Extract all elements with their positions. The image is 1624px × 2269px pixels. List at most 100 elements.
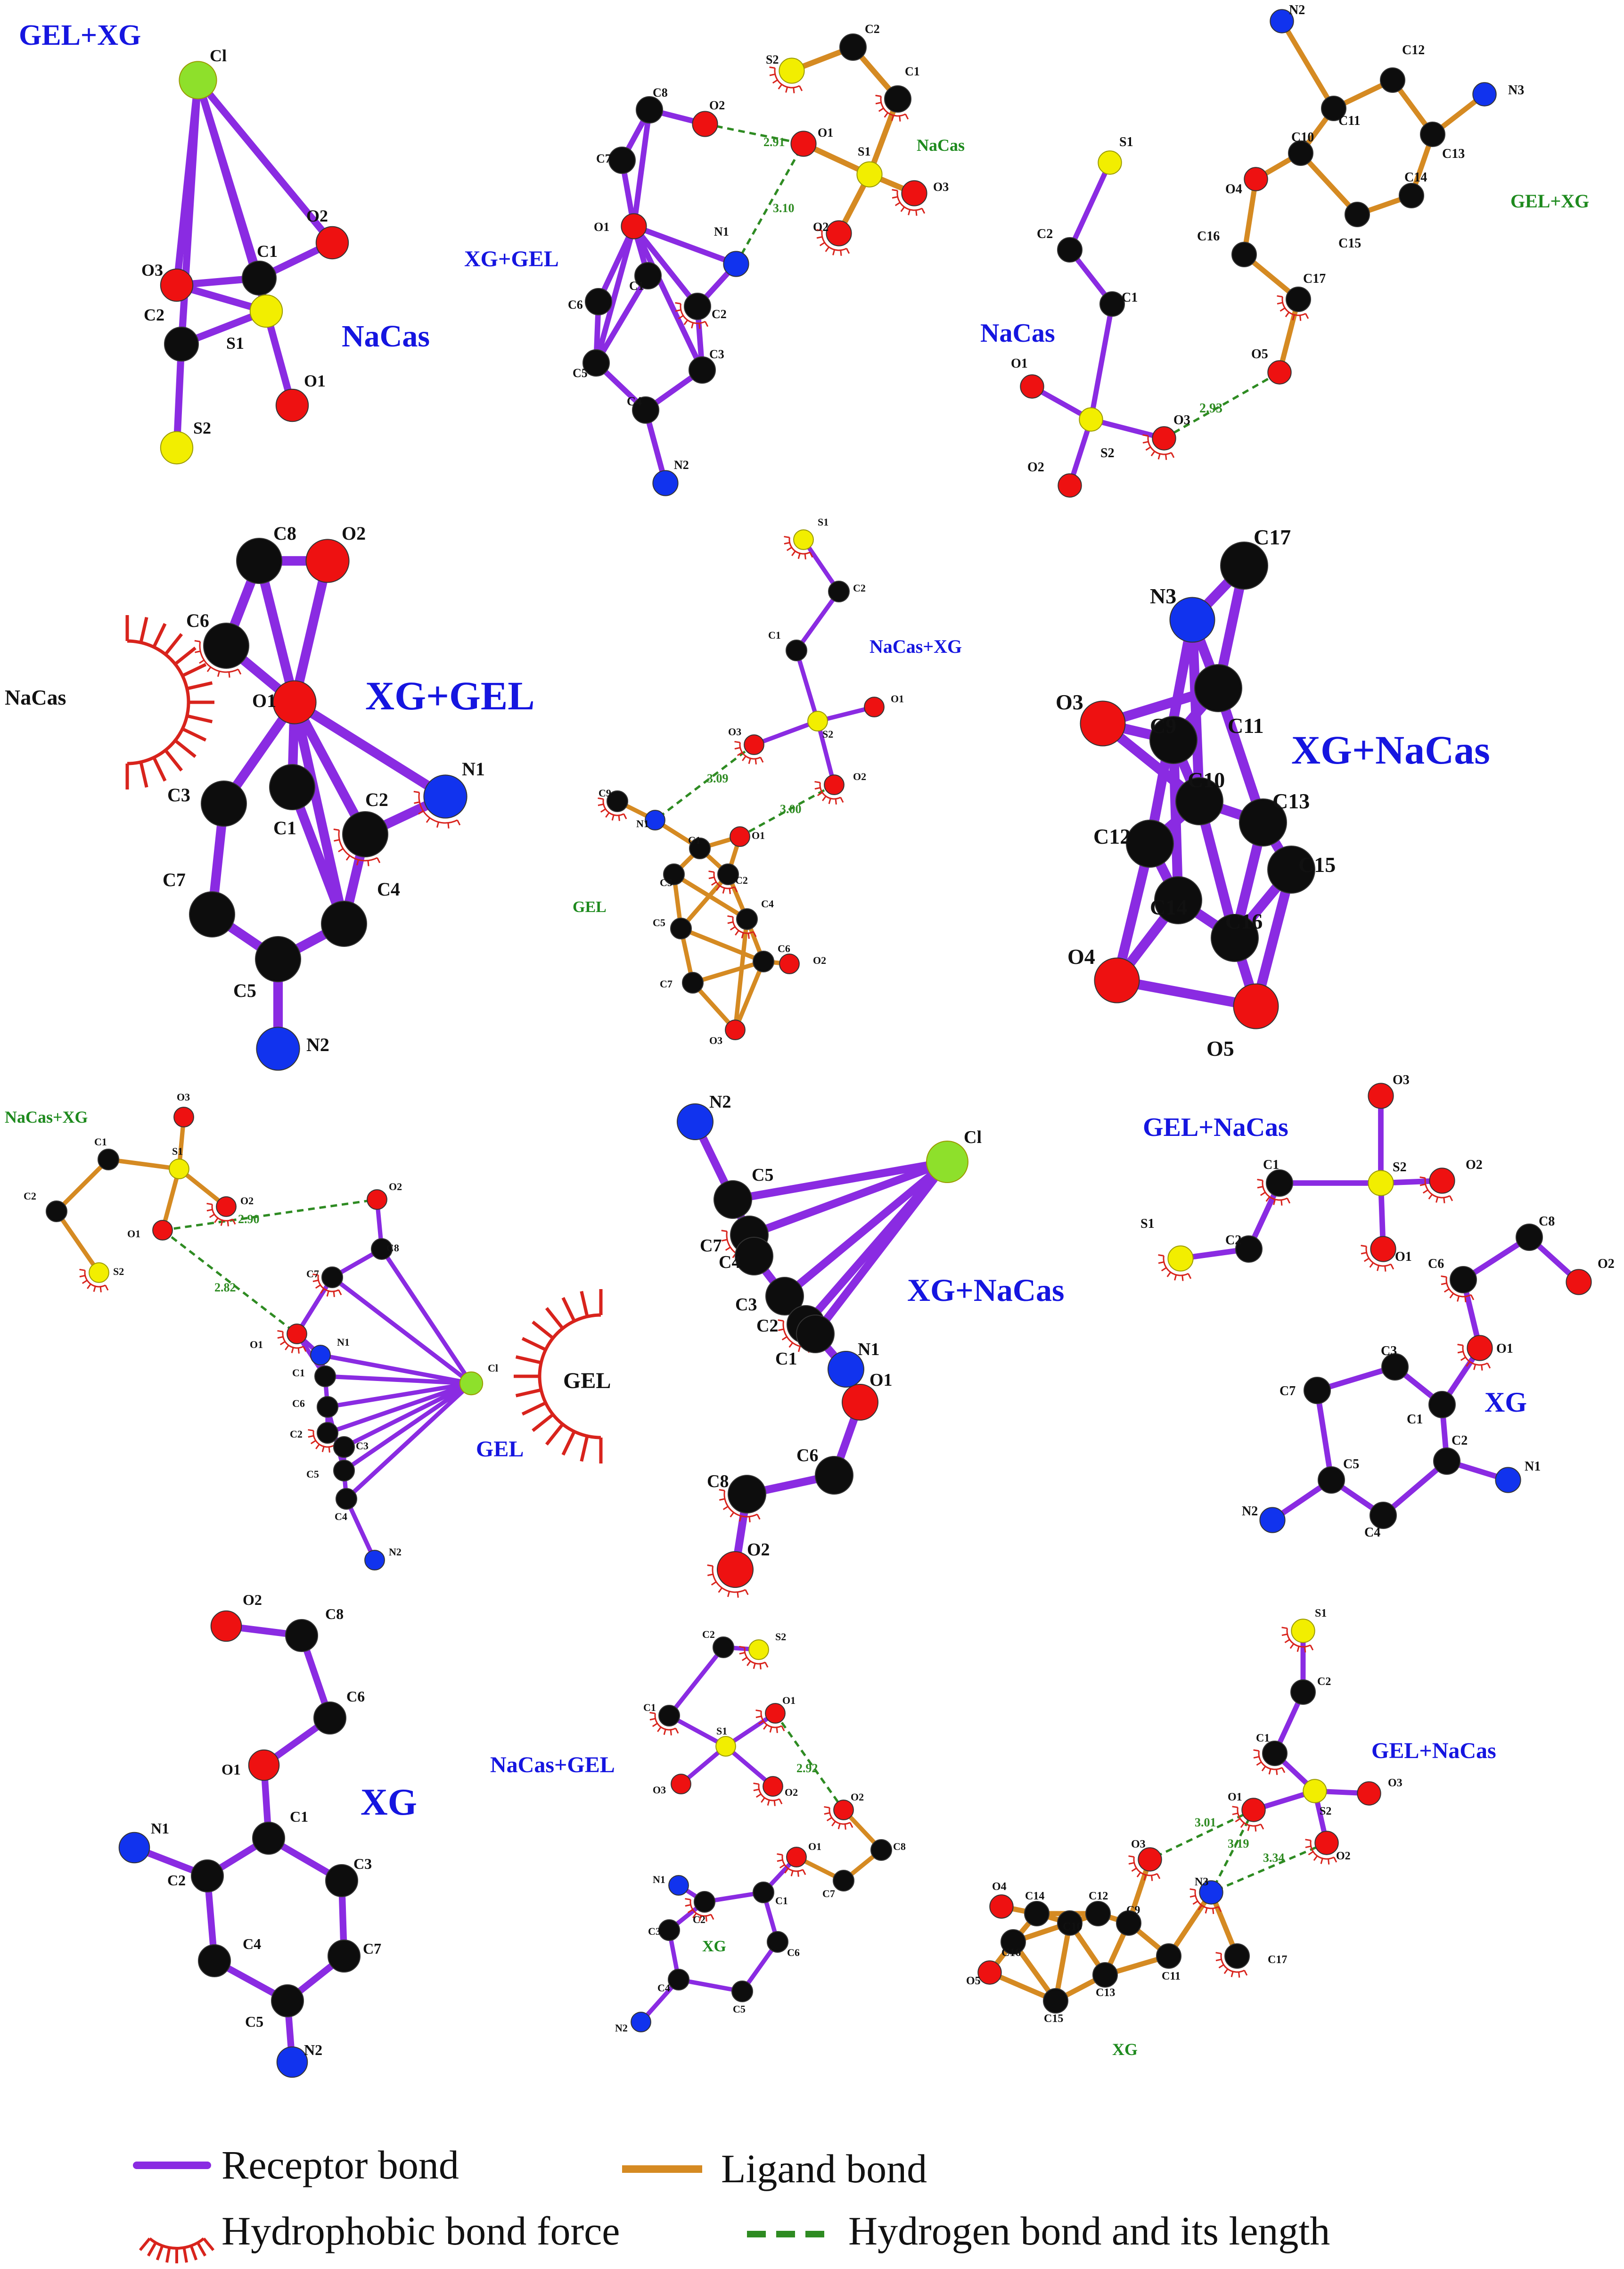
hbond-length-label: 2.82 [214, 1281, 236, 1294]
ligand-bond [54, 1157, 111, 1214]
atom-label: C15 [1338, 236, 1361, 251]
atom-label: S2 [822, 728, 833, 740]
atom-c [1420, 122, 1445, 147]
hydrophobic-contact-mark [1142, 434, 1175, 460]
atom-o [1244, 167, 1268, 191]
atom-c [1450, 1266, 1477, 1293]
atom-c [1126, 820, 1174, 868]
atom-label: C6 [796, 1446, 818, 1465]
atom-n [1270, 9, 1294, 33]
atom-c [46, 1200, 67, 1222]
atom-n [1495, 1467, 1521, 1493]
atom-label: C3 [660, 877, 673, 888]
panel-title: GEL+NaCas [1143, 1113, 1288, 1142]
atom-label: N1 [653, 1874, 665, 1885]
atom-n [1199, 1880, 1223, 1905]
panel-title: GEL [476, 1437, 524, 1462]
atom-s [1291, 1619, 1315, 1643]
atom-label: C2 [702, 1628, 715, 1640]
atom-o [763, 1776, 783, 1797]
atom-c [731, 1981, 753, 2002]
atom-n [310, 1345, 331, 1365]
atom-label: C4 [719, 1252, 740, 1272]
atom-label: C2 [756, 1316, 778, 1336]
atom-label: C8 [707, 1472, 729, 1491]
atom-o [717, 1551, 754, 1588]
atom-label: O3 [933, 180, 949, 194]
atom-label: O2 [1466, 1158, 1483, 1172]
atom-c [833, 1870, 854, 1891]
atom-o [1566, 1269, 1592, 1295]
atom-label: C4 [627, 395, 642, 408]
atom-label: O5 [1206, 1036, 1234, 1061]
atom-label: O4 [992, 1881, 1007, 1893]
atom-c [1057, 237, 1083, 263]
atom-label: C1 [290, 1808, 308, 1825]
atom-c [668, 1969, 689, 1990]
atom-label: O3 [1056, 690, 1083, 714]
atom-label: C3 [356, 1440, 369, 1452]
panel-6: C17N3O3C11C9C10C13C12C15C14C16O4O5XG+NaC… [1056, 525, 1490, 1061]
hydrophobic-contact-mark [1305, 1839, 1337, 1865]
receptor-bond [289, 697, 370, 839]
atom-o [1094, 957, 1140, 1003]
ligand-bond [733, 917, 749, 1032]
atom-label: O1 [782, 1694, 796, 1706]
atom-c [1370, 1502, 1397, 1529]
atom-c [767, 1931, 788, 1953]
receptor-bond [593, 223, 637, 366]
atom-s [779, 58, 805, 84]
atom-c [735, 1237, 773, 1275]
atom-label: O1 [127, 1228, 140, 1240]
atom-label: C5 [233, 980, 256, 1001]
ligand-bond [1298, 150, 1360, 217]
atom-c [317, 1396, 338, 1418]
atom-c [684, 293, 711, 320]
atom-label: C14 [1150, 895, 1187, 919]
atom-label: O3 [177, 1091, 190, 1103]
atom-label: C5 [653, 917, 665, 929]
atom-c [728, 1475, 766, 1513]
atom-label: C4 [1364, 1525, 1380, 1540]
atom-c [632, 396, 659, 424]
atom-c [607, 790, 628, 812]
atom-c [608, 147, 636, 174]
atom-c [870, 1839, 892, 1861]
receptor-bond [631, 223, 700, 309]
atom-o [901, 180, 927, 206]
receptor-bond [593, 273, 651, 366]
atom-label: C1 [292, 1367, 305, 1379]
atom-label: O5 [1251, 347, 1268, 362]
atom-o [1429, 1167, 1455, 1194]
atom-label: C2 [712, 307, 727, 321]
atom-label: C3 [353, 1855, 372, 1872]
atom-o [779, 954, 800, 974]
atom-label: S1 [1140, 1217, 1155, 1231]
receptor-bond [194, 76, 336, 247]
atom-o [1368, 1083, 1394, 1109]
atom-label: O3 [709, 1035, 722, 1046]
atom-label: O1 [818, 126, 833, 140]
atom-c [328, 1940, 361, 1973]
atom-c [796, 1315, 835, 1353]
atom-o [1314, 1831, 1339, 1855]
receptor-bond [344, 1496, 377, 1562]
atom-c [839, 33, 867, 61]
atom-c [828, 581, 850, 602]
atom-o [248, 1749, 280, 1781]
legend-hbond-label: Hydrogen bond and its length [848, 2208, 1330, 2253]
receptor-bond [780, 1158, 951, 1300]
atom-label: C2 [693, 1914, 705, 1925]
atom-label: C2 [365, 789, 388, 810]
hydrophobic-contact-mark [727, 915, 757, 939]
atom-label: S2 [1100, 446, 1115, 460]
hydrophobic-contact-mark [816, 229, 850, 256]
atom-label: S1 [716, 1725, 727, 1737]
atom-label: C7 [660, 978, 673, 990]
atom-label: S2 [766, 53, 779, 66]
hydrophobic-contact-mark [739, 1645, 769, 1669]
atom-label: C2 [865, 22, 880, 36]
atom-label: O1 [594, 220, 609, 234]
